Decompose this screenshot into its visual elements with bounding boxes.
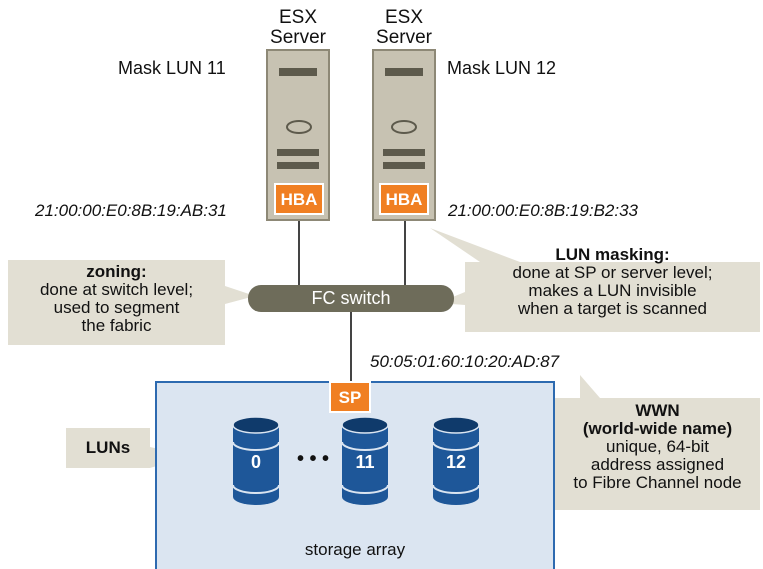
server-2-title-line2: Server — [376, 27, 432, 48]
zoning-callout: zoning: done at switch level; used to se… — [8, 263, 225, 335]
fc-switch-label: FC switch — [311, 288, 390, 308]
server-1-title: ESX Server — [253, 8, 343, 48]
server-1-title-line2: Server — [270, 27, 326, 48]
lun-masking-line-3: when a target is scanned — [517, 299, 707, 318]
hba-2-label: HBA — [386, 190, 423, 209]
wwn-line-3: to Fibre Channel node — [573, 473, 742, 492]
zoning-callout-bubble — [8, 260, 255, 345]
hba-1-wwn: 21:00:00:E0:8B:19:AB:31 — [35, 201, 227, 220]
wwn-callout: WWN (world-wide name) unique, 64-bit add… — [555, 402, 760, 492]
wwn-callout-bubble — [555, 375, 760, 510]
lun-12-label: 12 — [446, 452, 466, 472]
hba-2: HBA — [379, 183, 429, 215]
lun-masking-heading: LUN masking: — [555, 245, 670, 264]
storage-processor: SP — [329, 381, 371, 413]
lun-masking-callout-tail — [430, 228, 520, 262]
wwn-line-2: address assigned — [590, 455, 725, 474]
wwn-line-1: unique, 64-bit — [605, 437, 710, 456]
lun-11-label: 11 — [355, 452, 374, 472]
lun-disk-12: 12 — [432, 416, 480, 505]
zoning-line-1: done at switch level; — [39, 280, 194, 299]
hba-2-wwn: 21:00:00:E0:8B:19:B2:33 — [448, 201, 638, 220]
server-2-title: ESX Server — [359, 8, 449, 48]
server-1-title-line1: ESX — [278, 7, 318, 28]
server-button-icon — [391, 120, 417, 134]
luns-heading: LUNs — [85, 438, 131, 457]
lun-masking-line-1: done at SP or server level; — [512, 263, 713, 282]
lun-disk-11: 11 — [341, 416, 389, 505]
lun-masking-callout-bubble — [438, 262, 760, 332]
fc-switch: FC switch — [248, 285, 454, 312]
server-2-title-line1: ESX — [384, 7, 424, 28]
lun-ellipsis: • • • — [296, 448, 330, 470]
zoning-line-2: used to segment — [53, 298, 180, 317]
sp-wwn: 50:05:01:60:10:20:AD:87 — [370, 352, 560, 371]
wwn-heading-line-1: WWN — [635, 401, 680, 420]
server-button-icon — [286, 120, 312, 134]
sp-label: SP — [339, 388, 362, 407]
hba-1-label: HBA — [281, 190, 318, 209]
hba-1: HBA — [274, 183, 324, 215]
lun-disk-0: 0 — [232, 416, 280, 505]
server-2-mask-label: Mask LUN 12 — [447, 58, 557, 78]
lun-masking-callout: LUN masking: done at SP or server level;… — [465, 246, 760, 318]
zoning-heading: zoning: — [86, 262, 147, 281]
luns-callout: LUNs — [66, 439, 150, 457]
lun-0-label: 0 — [251, 452, 261, 472]
wwn-heading-line-2: (world-wide name) — [582, 419, 733, 438]
storage-array-label: storage array — [304, 540, 406, 559]
server-1-mask-label: Mask LUN 11 — [118, 58, 226, 78]
zoning-line-3: the fabric — [81, 316, 152, 335]
lun-masking-line-2: makes a LUN invisible — [528, 281, 697, 300]
